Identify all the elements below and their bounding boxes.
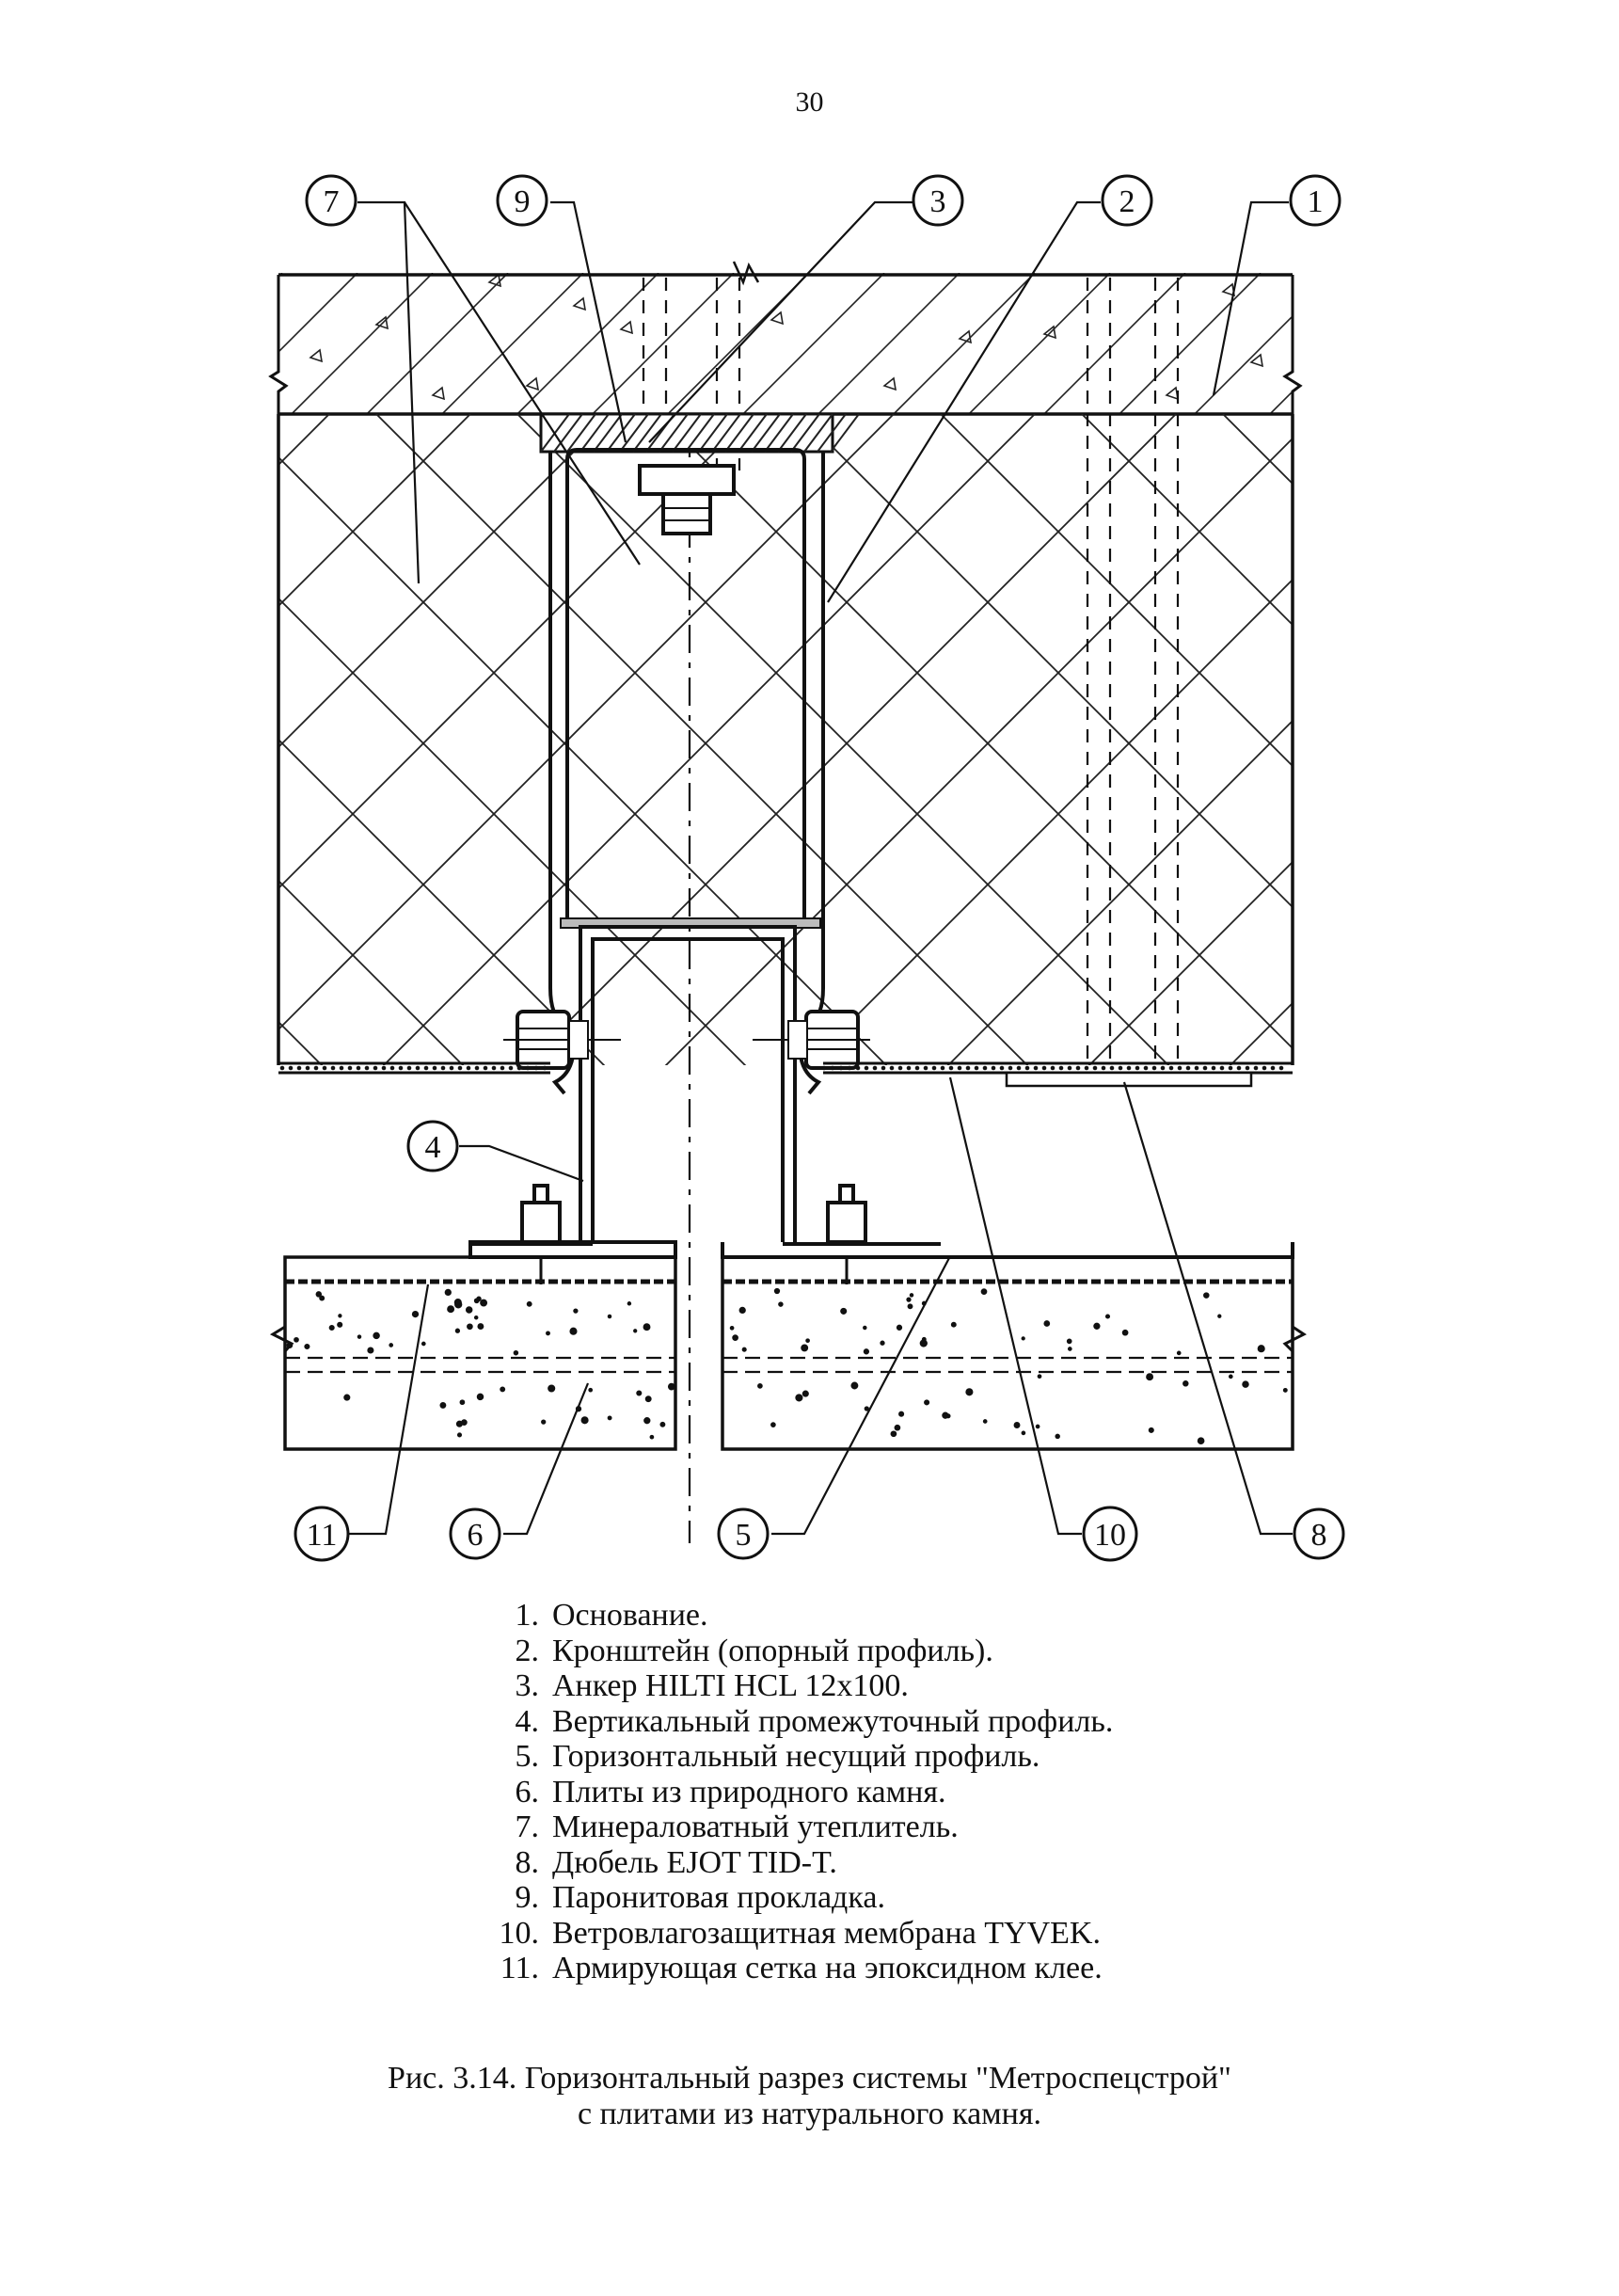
base-layer bbox=[268, 261, 1303, 416]
callout-7-label: 7 bbox=[324, 184, 340, 219]
page-number: 30 bbox=[795, 87, 824, 118]
legend-item-11: 11. Армирующая сетка на эпоксидном клее. bbox=[494, 1951, 1113, 1986]
leader-lines bbox=[348, 200, 1293, 1536]
legend-item-4: 4. Вертикальный промежуточный профиль. bbox=[494, 1703, 1114, 1740]
callout-2: 2 bbox=[1101, 174, 1153, 227]
legend-text: Паронитовая прокладка. bbox=[552, 1880, 885, 1915]
legend-number: 5. bbox=[515, 1739, 540, 1774]
callout-3: 3 bbox=[912, 174, 964, 227]
legend-number: 4. bbox=[515, 1703, 540, 1739]
legend-number: 9. bbox=[515, 1880, 540, 1915]
legend-number: 10. bbox=[499, 1915, 540, 1951]
callout-9: 9 bbox=[496, 174, 548, 227]
callout-5: 5 bbox=[717, 1507, 770, 1560]
figure-caption: Рис. 3.14. Горизонтальный разрез системы… bbox=[0, 2061, 1619, 2132]
legend-list: 1. Основание. 2. Кронштейн (опорный профил… bbox=[494, 1598, 1114, 1986]
legend-number: 11. bbox=[500, 1951, 539, 1985]
callout-markers: 7 9 3 2 1 4 11 6 bbox=[294, 174, 1345, 1562]
legend-item-10: 10. Ветровлагозащитная мембрана TYVEK. bbox=[494, 1916, 1113, 1952]
legend-number: 7. bbox=[515, 1810, 540, 1844]
legend-text: Анкер HILTI HCL 12x100. bbox=[552, 1668, 909, 1703]
legend-item-8: 8. Дюбель EJOT TID-T. bbox=[494, 1845, 1113, 1881]
legend-text: Горизонтальный несущий профиль. bbox=[552, 1739, 1040, 1774]
callout-4: 4 bbox=[406, 1120, 459, 1172]
legend-item-9: 9. Паронитовая прокладка. bbox=[494, 1880, 1113, 1916]
callout-8-label: 8 bbox=[1311, 1518, 1327, 1553]
legend-text: Армирующая сетка на эпоксидном клее. bbox=[552, 1951, 1103, 1985]
legend-item-7: 7. Минераловатный утеплитель. bbox=[494, 1810, 1113, 1845]
legend-text: Вертикальный промежуточный профиль. bbox=[552, 1703, 1114, 1739]
callout-11-label: 11 bbox=[307, 1518, 338, 1553]
horizontal-profile bbox=[468, 1184, 1294, 1284]
callout-2-label: 2 bbox=[1119, 184, 1135, 219]
callout-7: 7 bbox=[305, 174, 357, 227]
callout-10-label: 10 bbox=[1094, 1518, 1126, 1553]
callout-9-label: 9 bbox=[515, 184, 531, 219]
legend-item-3: 3. Анкер HILTI HCL 12x100. bbox=[494, 1668, 1113, 1704]
stone-slabs bbox=[269, 1255, 1307, 1451]
legend-text: Ветровлагозащитная мембрана TYVEK. bbox=[552, 1915, 1101, 1951]
legend-number: 2. bbox=[515, 1633, 540, 1668]
callout-11: 11 bbox=[294, 1506, 350, 1562]
legend-item-2: 2. Кронштейн (опорный профиль). bbox=[494, 1634, 1113, 1669]
callout-6-label: 6 bbox=[468, 1518, 484, 1553]
caption-line-1: Рис. 3.14. Горизонтальный разрез системы… bbox=[388, 2061, 1231, 2096]
caption-line-2: с плитами из натурального камня. bbox=[577, 2097, 1042, 2131]
legend-number: 3. bbox=[515, 1668, 540, 1703]
legend-text: Минераловатный утеплитель. bbox=[552, 1810, 959, 1844]
legend-number: 6. bbox=[515, 1774, 540, 1810]
callout-1-label: 1 bbox=[1308, 184, 1324, 219]
legend-text: Кронштейн (опорный профиль). bbox=[552, 1633, 993, 1668]
anchor-dash-lines bbox=[642, 278, 1180, 1543]
membrane bbox=[278, 1061, 1293, 1088]
callout-8: 8 bbox=[1293, 1507, 1345, 1560]
callout-3-label: 3 bbox=[930, 184, 946, 219]
bracket bbox=[539, 412, 860, 1095]
callout-1: 1 bbox=[1289, 174, 1341, 227]
legend-number: 1. bbox=[515, 1598, 540, 1633]
callout-4-label: 4 bbox=[425, 1130, 441, 1165]
legend-text: Плиты из природного камня. bbox=[552, 1774, 946, 1810]
legend-item-6: 6. Плиты из природного камня. bbox=[494, 1775, 1113, 1810]
insulation-layer bbox=[277, 414, 1294, 1065]
callout-6: 6 bbox=[449, 1507, 501, 1560]
legend-text: Дюбель EJOT TID-T. bbox=[552, 1844, 837, 1880]
legend-text: Основание. bbox=[552, 1598, 708, 1633]
callout-10: 10 bbox=[1082, 1506, 1138, 1562]
legend-number: 8. bbox=[515, 1844, 540, 1880]
vertical-profile bbox=[503, 925, 870, 1242]
legend-item-1: 1. Основание. bbox=[494, 1598, 1113, 1634]
legend-item-5: 5. Горизонтальный несущий профиль. bbox=[494, 1739, 1113, 1775]
callout-5-label: 5 bbox=[736, 1518, 752, 1553]
